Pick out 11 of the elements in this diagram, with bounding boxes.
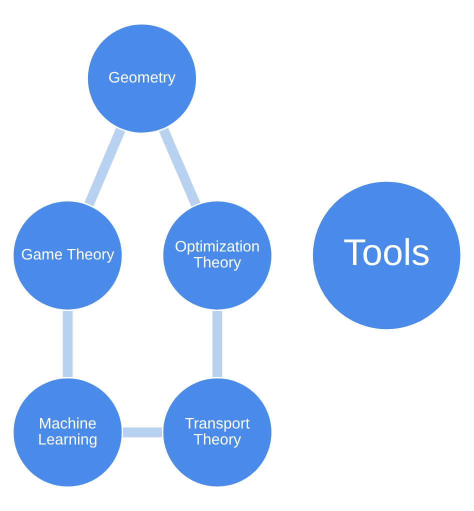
node-circle: Game Theory — [11, 199, 124, 312]
connector — [122, 428, 162, 438]
node-circle: Machine Learning — [11, 376, 124, 489]
node-circle: Optimization Theory — [161, 199, 274, 312]
node-circle: Transport Theory — [161, 376, 274, 489]
node-circle: Tools — [310, 180, 463, 332]
connector — [84, 128, 126, 206]
node-circle: Geometry — [86, 22, 198, 135]
connector — [62, 310, 73, 378]
connector — [159, 128, 200, 207]
connector — [212, 310, 222, 378]
